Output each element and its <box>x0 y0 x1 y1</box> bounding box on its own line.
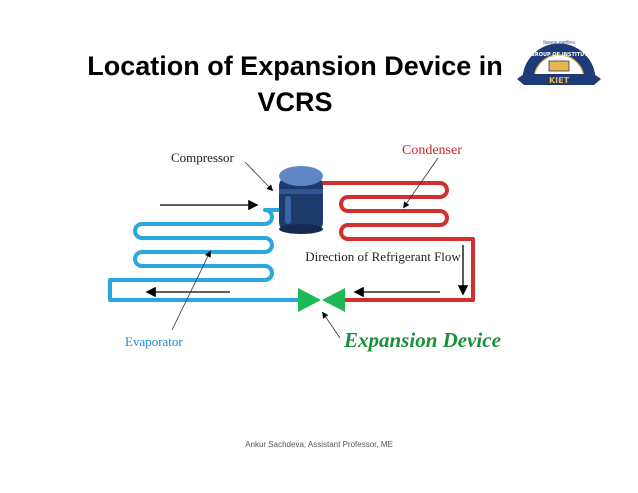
compressor-label: Compressor <box>171 150 234 165</box>
logo-ring <box>522 43 596 81</box>
compressor-band <box>279 189 323 194</box>
evaporator-label: Evaporator <box>125 334 183 349</box>
leader-compressor <box>244 161 274 192</box>
compressor-base <box>279 224 323 234</box>
expansion-device-label: Expansion Device <box>344 328 501 352</box>
expansion-valve-icon <box>298 288 345 312</box>
logo-ring-inner <box>533 54 585 81</box>
leader-lines <box>171 157 439 339</box>
evaporator-pipe <box>108 208 300 302</box>
leader-expansion <box>322 311 341 339</box>
kiet-logo: KIET GROUP OF INSTITUTIONS विद्यायाज्ञा … <box>516 40 602 85</box>
slide-title: Location of Expansion Device in VCRS <box>87 51 503 117</box>
condenser-label: Condenser <box>402 143 462 158</box>
expansion-valve-left <box>298 288 321 312</box>
condenser-coil <box>318 181 475 302</box>
logo-banner <box>524 74 594 85</box>
condenser-pipe <box>318 181 475 302</box>
compressor <box>279 166 323 234</box>
logo-ribbon-left <box>517 74 524 85</box>
flow-arrows <box>145 199 469 298</box>
logo-book-icon <box>548 60 570 72</box>
compressor-top <box>279 166 323 186</box>
logo-kiet-text: KIET <box>549 76 570 85</box>
logo-ribbon-right <box>594 74 601 85</box>
leader-condenser <box>403 157 439 209</box>
logo-ring-text: KIET GROUP OF INSTITUTIONS <box>516 52 601 58</box>
leader-evaporator <box>171 250 211 331</box>
expansion-valve-right <box>322 288 345 312</box>
flow-direction-label: Direction of Refrigerant Flow <box>305 249 461 264</box>
evaporator-coil <box>108 208 300 302</box>
compressor-highlight <box>285 196 291 224</box>
logo-devanagari-text: विद्यायाज्ञा तपसांविभव <box>543 40 575 45</box>
slide-footer: Ankur Sachdeva, Assistant Professor, ME <box>245 440 393 449</box>
